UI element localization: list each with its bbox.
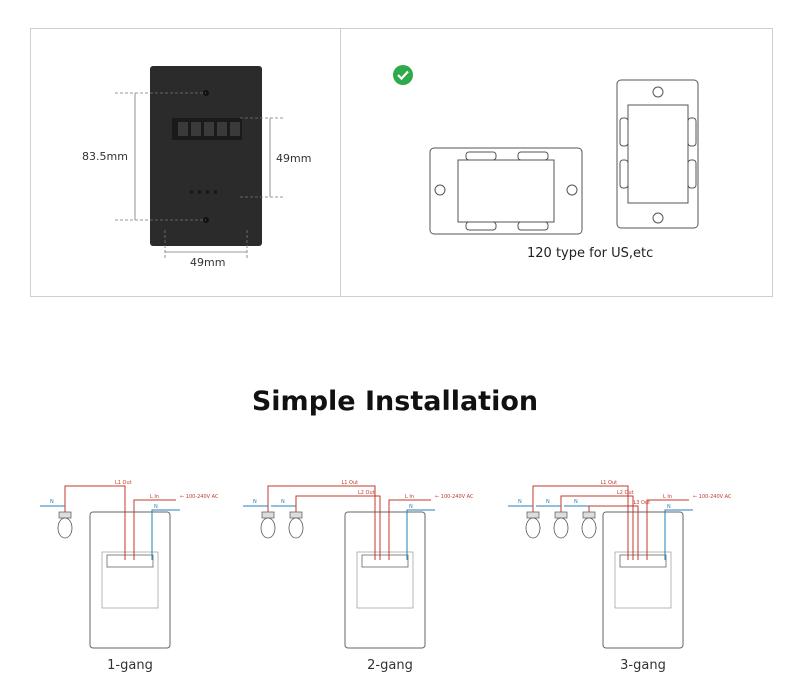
mounting-box-caption: 120 type for US,etc — [527, 246, 654, 261]
l-in-label: L In — [663, 494, 672, 500]
neutral-label: N — [574, 499, 578, 505]
diagram-label-1-gang: 1-gang — [107, 658, 153, 673]
live-output-wire — [560, 495, 634, 560]
supply-label: ← 100-240V AC — [180, 494, 219, 500]
neutral-in-wire — [151, 509, 180, 560]
width-dimension-label: 49mm — [190, 256, 226, 269]
panel-divider — [340, 28, 341, 297]
supply-label: ← 100-240V AC — [435, 494, 474, 500]
bulb-icon — [553, 517, 569, 539]
live-in-wire — [133, 499, 176, 560]
neutral-label: N — [50, 499, 54, 505]
mounting-box-vertical — [616, 79, 699, 229]
diagram-label-2-gang: 2-gang — [367, 658, 413, 673]
live-output-wire — [295, 495, 381, 560]
neutral-label: N — [518, 499, 522, 505]
dimension-lines — [115, 92, 285, 260]
output-label: L3 Out — [634, 500, 651, 506]
height-dimension-label: 83.5mm — [82, 150, 128, 163]
live-in-wire — [646, 499, 689, 560]
output-label: L2 Out — [617, 490, 634, 496]
terminal-block — [619, 554, 667, 568]
bulb-icon — [582, 511, 596, 519]
terminal-block — [106, 554, 154, 568]
neutral-in-wire — [664, 509, 693, 560]
inner-height-dimension-label: 49mm — [276, 152, 312, 165]
neutral-label: N — [409, 504, 413, 510]
switch-plate — [89, 511, 171, 649]
mounting-box-horizontal — [429, 147, 583, 235]
bulb-icon — [58, 511, 72, 519]
neutral-label: N — [154, 504, 158, 510]
bulb-icon — [525, 517, 541, 539]
l-in-label: L In — [405, 494, 414, 500]
neutral-label: N — [281, 499, 285, 505]
bulb-icon — [261, 511, 275, 519]
bulb-icon — [57, 517, 73, 539]
live-in-wire — [388, 499, 431, 560]
neutral-label: N — [667, 504, 671, 510]
neutral-in-wire — [406, 509, 435, 560]
supply-label: ← 100-240V AC — [693, 494, 732, 500]
switch-back-image — [150, 66, 262, 246]
neutral-label: N — [546, 499, 550, 505]
diagram-label-3-gang: 3-gang — [620, 658, 666, 673]
output-label: L1 Out — [601, 480, 618, 486]
neutral-label: N — [253, 499, 257, 505]
bulb-icon — [581, 517, 597, 539]
section-title: Simple Installation — [251, 386, 539, 417]
terminal-block — [361, 554, 409, 568]
bulb-icon — [526, 511, 540, 519]
bulb-icon — [289, 511, 303, 519]
output-label: L1 Out — [342, 480, 359, 486]
bulb-icon — [260, 517, 276, 539]
dimensions-panel-frame — [30, 28, 773, 297]
switch-plate — [344, 511, 426, 649]
output-label: L1 Out — [115, 480, 132, 486]
bulb-icon — [288, 517, 304, 539]
check-circle-icon — [393, 65, 413, 85]
l-in-label: L In — [150, 494, 159, 500]
switch-plate — [602, 511, 684, 649]
output-label: L2 Out — [358, 490, 375, 496]
bulb-icon — [554, 511, 568, 519]
